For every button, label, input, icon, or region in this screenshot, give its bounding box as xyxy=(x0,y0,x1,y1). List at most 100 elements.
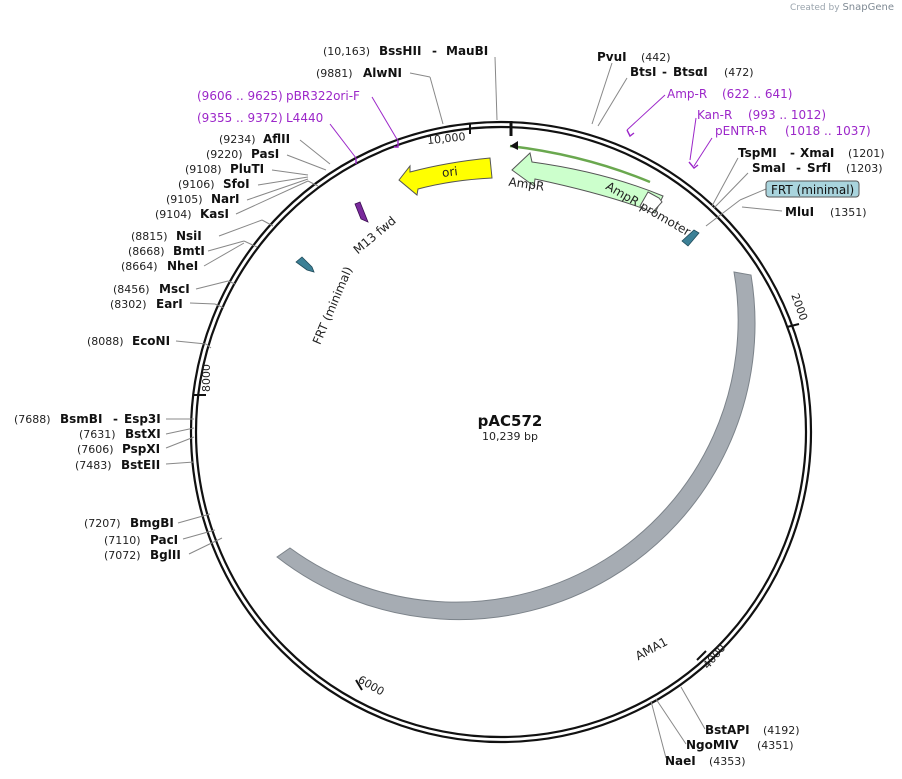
site-nhei[interactable]: (8664) NheI xyxy=(121,242,245,273)
primer-pbr322orif-mark xyxy=(394,141,399,148)
tick-mark-6000 xyxy=(355,679,363,691)
primer-kanr-name: Kan-R xyxy=(697,108,732,122)
site-pos: (7207) xyxy=(84,517,121,530)
site-smai-srfi[interactable]: SmaI - SrfI (1203) xyxy=(713,161,883,209)
site-name: BstEII xyxy=(121,458,160,472)
site-afliii[interactable]: (9234) AflII xyxy=(219,132,331,165)
site-bsmbi-esp3i[interactable]: (7688) BsmBI - Esp3I xyxy=(14,412,194,426)
primer-pbr322orif-leader xyxy=(371,96,399,142)
site-name: NarI xyxy=(211,192,240,206)
plasmid-length: 10,239 bp xyxy=(482,430,538,443)
site-pos: (9108) xyxy=(185,163,222,176)
site-name: BtsI xyxy=(630,65,657,79)
site-tspmi-xmai[interactable]: TspMI - XmaI (1201) xyxy=(711,146,885,207)
site-pos: (9104) xyxy=(155,208,192,221)
site-pos: (9106) xyxy=(178,178,215,191)
site-name: MscI xyxy=(159,282,190,296)
tick-mark-2000 xyxy=(786,323,800,328)
feature-frt-minimal-right-label[interactable]: FRT (minimal) xyxy=(705,180,860,227)
site-name: PspXI xyxy=(122,442,160,456)
site-pos: (9234) xyxy=(219,133,256,146)
ampr-promoter-label: AmpR promoter xyxy=(603,179,693,239)
site-name: BmtI xyxy=(173,244,205,258)
site-sfoi[interactable]: (9106) SfoI xyxy=(178,176,309,191)
site-pos: (8088) xyxy=(87,335,124,348)
site-pos: (8668) xyxy=(128,245,165,258)
site-econi[interactable]: (8088) EcoNI xyxy=(87,334,212,349)
site-bsteii[interactable]: (7483) BstEII xyxy=(75,458,195,472)
site-pos: (4192) xyxy=(763,724,800,737)
site-pos: (10,163) xyxy=(323,45,370,58)
site-pos: (8664) xyxy=(121,260,158,273)
site-pos: (9881) xyxy=(316,67,353,80)
ama1-feature[interactable] xyxy=(276,271,756,621)
ampr-promoter-feature[interactable] xyxy=(639,191,663,214)
site-bstapi[interactable]: BstAPI (4192) xyxy=(680,686,800,737)
site-btsi-btsai[interactable]: BtsI - BtsαI (472) xyxy=(597,65,754,127)
site-pos: (472) xyxy=(724,66,754,79)
frt-left-label: FRT (minimal) xyxy=(310,264,355,346)
site-paci[interactable]: (7110) PacI xyxy=(104,529,216,547)
site-bsshii-maubi[interactable]: (10,163) BssHII - MauBI xyxy=(323,44,498,121)
site-name: BmgBI xyxy=(130,516,174,530)
tick-label-8000: 8000 xyxy=(200,364,213,392)
site-name: NsiI xyxy=(176,229,202,243)
m13-fwd-label: M13 fwd xyxy=(351,214,399,257)
site-name-2: XmaI xyxy=(800,146,834,160)
site-name: MluI xyxy=(785,205,814,219)
site-name: SfoI xyxy=(223,177,250,191)
site-pos: (442) xyxy=(641,51,671,64)
site-alwni[interactable]: (9881) AlwNI xyxy=(316,66,444,125)
primer-pentrr-name: pENTR-R xyxy=(715,124,767,138)
site-name: BsmBI xyxy=(60,412,102,426)
site-msci[interactable]: (8456) MscI xyxy=(113,280,236,296)
site-bglii[interactable]: (7072) BglII xyxy=(104,537,223,562)
site-bstxi[interactable]: (7631) BstXI xyxy=(79,427,195,441)
site-eari[interactable]: (8302) EarI xyxy=(110,297,225,311)
site-bmgbi[interactable]: (7207) BmgBI xyxy=(84,513,211,530)
site-pos: (7072) xyxy=(104,549,141,562)
orf-arrowhead xyxy=(510,141,518,150)
snapgene-brand: SnapGene xyxy=(842,2,894,13)
ampr-feature[interactable] xyxy=(511,152,664,214)
plasmid-name: pAC572 xyxy=(478,412,543,430)
site-mlui[interactable]: MluI (1351) xyxy=(741,205,867,219)
backbone-outer xyxy=(189,120,813,744)
site-pos: (1203) xyxy=(846,162,883,175)
site-bmti[interactable]: (8668) BmtI xyxy=(128,240,258,258)
site-name: BstXI xyxy=(125,427,161,441)
site-pvui[interactable]: PvuI (442) xyxy=(591,50,671,125)
site-pluti[interactable]: (9108) PluTI xyxy=(185,162,309,176)
m13-fwd-feature[interactable] xyxy=(354,201,369,223)
site-pos: (9220) xyxy=(206,148,243,161)
tick-label-2000: 2000 xyxy=(788,292,810,323)
site-pasi[interactable]: (9220) PasI xyxy=(206,147,327,171)
frt-left-feature[interactable] xyxy=(295,256,315,273)
ori-feature[interactable] xyxy=(398,157,493,196)
site-nari[interactable]: (9105) NarI xyxy=(166,178,309,206)
site-nsii[interactable]: (8815) NsiI xyxy=(131,219,274,243)
site-ngomiv[interactable]: NgoMIV (4351) xyxy=(655,698,794,752)
site-name: NaeI xyxy=(665,754,696,768)
tick-label-10000: 10,000 xyxy=(426,130,466,147)
primer-pbr322orif-pos: (9606 .. 9625) xyxy=(197,89,283,103)
site-pspxi[interactable]: (7606) PspXI xyxy=(77,436,195,456)
primer-ampr-mark xyxy=(626,129,635,138)
site-name-2: BtsαI xyxy=(673,65,708,79)
site-pos: (8456) xyxy=(113,283,150,296)
site-name: AlwNI xyxy=(363,66,402,80)
site-separator: - xyxy=(662,65,667,79)
primer-ampr-leader xyxy=(626,94,666,131)
tick-label-6000: 6000 xyxy=(356,673,387,698)
site-name-2: MauBI xyxy=(446,44,488,58)
site-kasi[interactable]: (9104) KasI xyxy=(155,180,319,221)
orf-line xyxy=(509,144,651,184)
primer-ampr-pos: (622 .. 641) xyxy=(722,87,792,101)
site-pos: (7631) xyxy=(79,428,116,441)
site-name: KasI xyxy=(200,207,229,221)
created-by-text: Created by xyxy=(790,3,840,13)
frt-right-feature[interactable] xyxy=(681,229,700,247)
site-naei[interactable]: NaeI (4353) xyxy=(650,700,746,768)
site-pos: (1201) xyxy=(848,147,885,160)
